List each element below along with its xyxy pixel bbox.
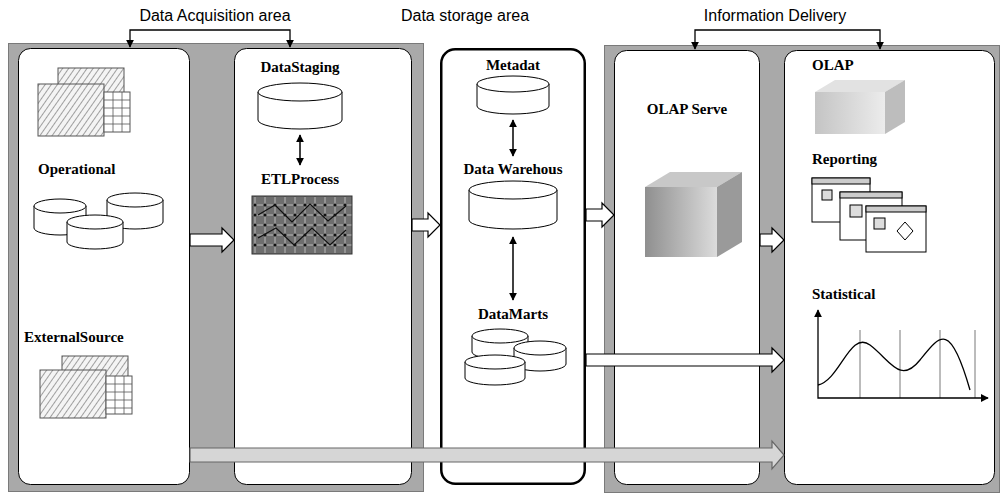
text-slot: Reporting <box>812 150 877 168</box>
cylinder-top <box>107 193 163 207</box>
window-square <box>850 205 862 217</box>
double-arrow <box>512 120 514 156</box>
cube-side <box>885 80 905 134</box>
statistics-chart <box>818 310 988 398</box>
staging-illustration <box>252 83 352 254</box>
block-arrow <box>190 441 784 469</box>
store-outline <box>441 49 585 484</box>
storage-box: Data storage areaMetadatData WarehousDat… <box>440 48 586 485</box>
cube-front <box>645 187 717 257</box>
sheet <box>40 370 106 418</box>
text-slot: Data Acquisition area <box>139 6 290 25</box>
sheet-grid <box>106 376 132 414</box>
double-arrow <box>299 135 301 165</box>
olap-tool-cube <box>815 80 905 134</box>
cylinder-top <box>469 181 557 199</box>
text-slot: OLAP Serve <box>647 100 727 118</box>
text-slot: Statistical <box>812 285 875 303</box>
component-label: ExternalSource <box>24 328 124 346</box>
sheet-grid-lines <box>106 376 132 414</box>
box-outline <box>785 51 995 485</box>
storage-illustration <box>465 76 566 385</box>
window-square <box>822 190 832 200</box>
area-bracket <box>695 30 880 49</box>
component-label: Reporting <box>812 150 877 168</box>
component-label: OLAP <box>812 56 854 74</box>
text-slot: OLAP <box>812 56 854 74</box>
component-label: Operational <box>38 160 116 178</box>
chart-curve <box>818 339 970 390</box>
component-label: DataMarts <box>478 305 548 323</box>
olap-server-box: OLAP Serve <box>614 50 760 485</box>
cylinder-top <box>465 355 525 369</box>
block-arrow <box>586 203 614 227</box>
cube-side <box>717 172 742 257</box>
text-slot: ETLProcess <box>261 170 339 188</box>
source-box: OperationalExternalSource <box>18 48 190 485</box>
cylinder-top <box>472 329 528 343</box>
block-arrow <box>190 228 234 252</box>
report-windows <box>812 178 926 252</box>
text-slot: Metadat <box>486 56 540 74</box>
component-label: OLAP Serve <box>647 100 727 118</box>
window <box>866 206 926 252</box>
spreadsheet-icon <box>38 68 130 136</box>
double-arrow <box>512 237 514 300</box>
text-slot: Operational <box>38 160 116 178</box>
cylinder-top <box>258 83 342 101</box>
document-icon <box>40 356 132 418</box>
chart-axes <box>818 310 988 398</box>
area-heading: Information Delivery <box>704 6 846 25</box>
sheet-grid-lines <box>104 92 130 132</box>
text-slot: ExternalSource <box>24 328 124 346</box>
chart-gridlines <box>860 330 975 398</box>
sheet <box>38 84 104 136</box>
box-outline <box>615 51 760 485</box>
box-outline <box>19 49 190 485</box>
database-cylinders <box>34 193 163 249</box>
block-arrow <box>586 348 784 372</box>
cylinder-top <box>514 341 566 355</box>
cylinder-top <box>477 76 549 92</box>
text-slot: Data storage area <box>401 6 529 25</box>
block-arrow <box>412 213 440 237</box>
acquisition-panel: Data Acquisition areaOperationalExternal… <box>8 43 424 492</box>
panel-outline <box>605 46 1000 493</box>
text-slot: Information Delivery <box>704 6 846 25</box>
text-slot: Data Warehous <box>463 160 562 178</box>
tools-box: OLAP ReportingStatistical <box>784 50 995 485</box>
etl-network-lines <box>258 204 346 245</box>
cube-front <box>815 92 885 134</box>
text-slot: DataStaging <box>260 58 339 76</box>
window-square <box>874 218 885 229</box>
area-heading: Data storage area <box>401 6 529 25</box>
text-slot: DataMarts <box>478 305 548 323</box>
window-bar <box>866 206 926 212</box>
olap-cube <box>645 172 742 257</box>
block-arrow <box>760 228 784 252</box>
component-label: Metadat <box>486 56 540 74</box>
etl-network-image <box>252 196 352 254</box>
cylinder-top <box>34 199 86 213</box>
window-bar <box>812 178 870 184</box>
delivery-panel: Information DeliveryOLAP ServeOLAPReport… <box>604 45 1000 493</box>
window-diamond <box>897 222 913 240</box>
component-label: Statistical <box>812 285 875 303</box>
box-outline <box>235 49 412 485</box>
sheet-grid <box>104 92 130 132</box>
component-label: DataStaging <box>260 58 339 76</box>
area-heading: Data Acquisition area <box>139 6 290 25</box>
window-bar <box>840 192 902 198</box>
component-label: Data Warehous <box>463 160 562 178</box>
panel-outline <box>9 44 424 492</box>
cylinder-top <box>67 215 123 229</box>
component-label: ETLProcess <box>261 170 339 188</box>
area-bracket <box>130 30 290 47</box>
staging-box: DataStagingETLProcess <box>234 48 412 485</box>
